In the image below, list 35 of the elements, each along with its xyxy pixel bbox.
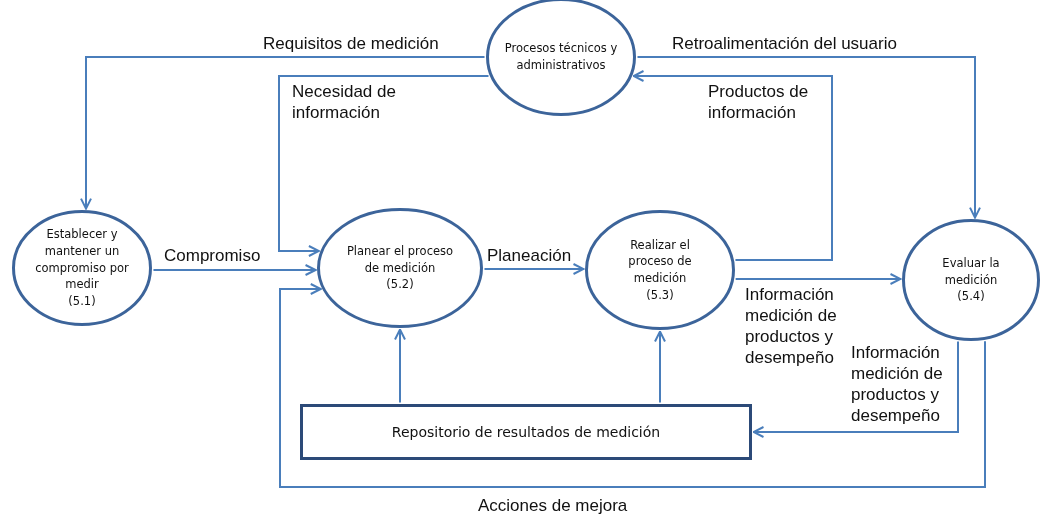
- process-number: (5.4): [957, 288, 985, 305]
- process-name: Evaluar la medición: [941, 255, 1001, 289]
- edge-label: Retroalimentación del usuario: [672, 33, 898, 54]
- edge-label: Requisitos de medición: [263, 33, 440, 54]
- process-name: Planear el proceso de medición: [345, 243, 455, 277]
- process-ellipse: [585, 210, 735, 330]
- process-ellipse: [12, 210, 152, 326]
- process-number: (5.1): [68, 293, 96, 310]
- arrow: [752, 340, 959, 438]
- edge-label: Necesidad de información: [292, 81, 397, 123]
- arrow: [483, 263, 585, 275]
- arrow: [632, 70, 833, 261]
- edge-label: Productos de información: [708, 81, 810, 123]
- edge-label: Planeación: [487, 245, 573, 266]
- edge-label: Compromiso: [164, 245, 262, 266]
- process-ellipse: [317, 208, 483, 328]
- process-number: (5.3): [646, 286, 674, 304]
- process-ellipse: [902, 219, 1040, 341]
- arrow: [279, 283, 986, 488]
- edge-label: Acciones de mejora: [478, 495, 629, 516]
- arrow: [80, 56, 486, 210]
- arrow: [152, 264, 317, 276]
- arrow: [278, 75, 490, 257]
- edge-label: Información medición de productos y desempeño: [851, 342, 944, 426]
- process-name: Repositorio de resultados de medición: [391, 422, 661, 442]
- arrow: [654, 330, 666, 404]
- process-name: Establecer y mantener un compromiso por medir: [34, 226, 130, 293]
- process-name: Realizar el proceso de medición: [627, 236, 693, 287]
- process-number: (5.2): [386, 276, 414, 293]
- edge-label: Información medición de productos y desempeño: [745, 284, 838, 368]
- process-name: Procesos técnicos y administrativos: [503, 40, 619, 74]
- arrow: [636, 56, 981, 219]
- arrow: [394, 328, 406, 404]
- repository-box: [300, 404, 752, 460]
- arrow: [734, 273, 902, 285]
